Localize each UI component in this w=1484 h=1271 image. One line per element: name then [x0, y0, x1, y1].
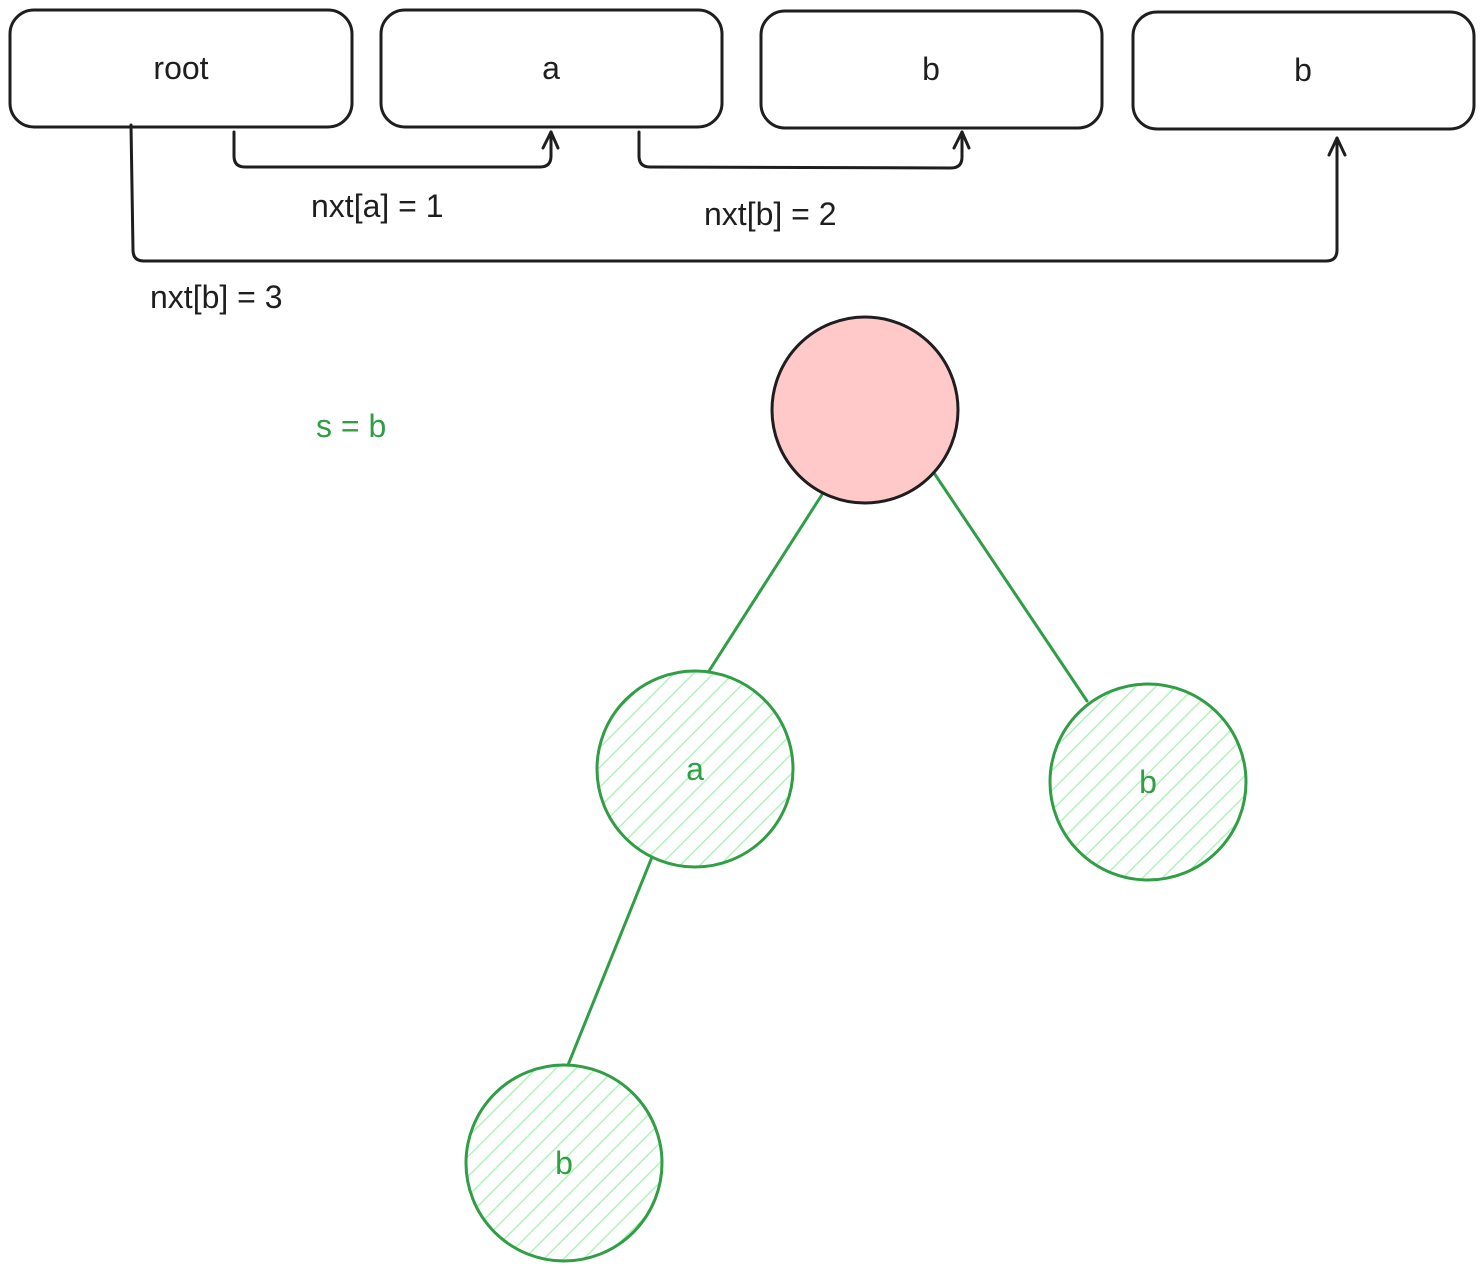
edge-root-b — [932, 471, 1089, 703]
box-b-2-label: b — [1294, 52, 1312, 88]
tree-node-a-label: a — [686, 751, 704, 787]
tree-node-b-right-label: b — [1139, 764, 1157, 800]
box-b-2: b — [1131, 10, 1476, 131]
tree-node-root — [770, 315, 960, 505]
box-b-1-label: b — [922, 51, 940, 87]
tree-node-b-grandchild: b — [464, 1063, 664, 1263]
edge-label-nxt-b-2: nxt[b] = 2 — [704, 196, 837, 232]
arrow-a-to-b — [637, 130, 971, 170]
edge-root-a — [707, 491, 825, 673]
arrow-root-to-b — [129, 123, 1347, 263]
box-b-1: b — [759, 9, 1104, 130]
box-a-label: a — [542, 50, 560, 86]
box-a: a — [379, 8, 724, 129]
box-root: root — [8, 8, 354, 129]
tree-edges — [566, 471, 1089, 1067]
tree-node-b-grandchild-label: b — [555, 1145, 573, 1181]
box-root-label: root — [153, 50, 208, 86]
condition-label: s = b — [316, 408, 386, 444]
tree-node-b-right: b — [1048, 682, 1248, 882]
edge-label-nxt-b-3: nxt[b] = 3 — [150, 279, 283, 315]
edge-label-nxt-a: nxt[a] = 1 — [311, 188, 444, 224]
arrow-root-to-a — [232, 130, 560, 169]
tree-node-a: a — [595, 669, 795, 869]
edge-a-b — [566, 855, 654, 1067]
